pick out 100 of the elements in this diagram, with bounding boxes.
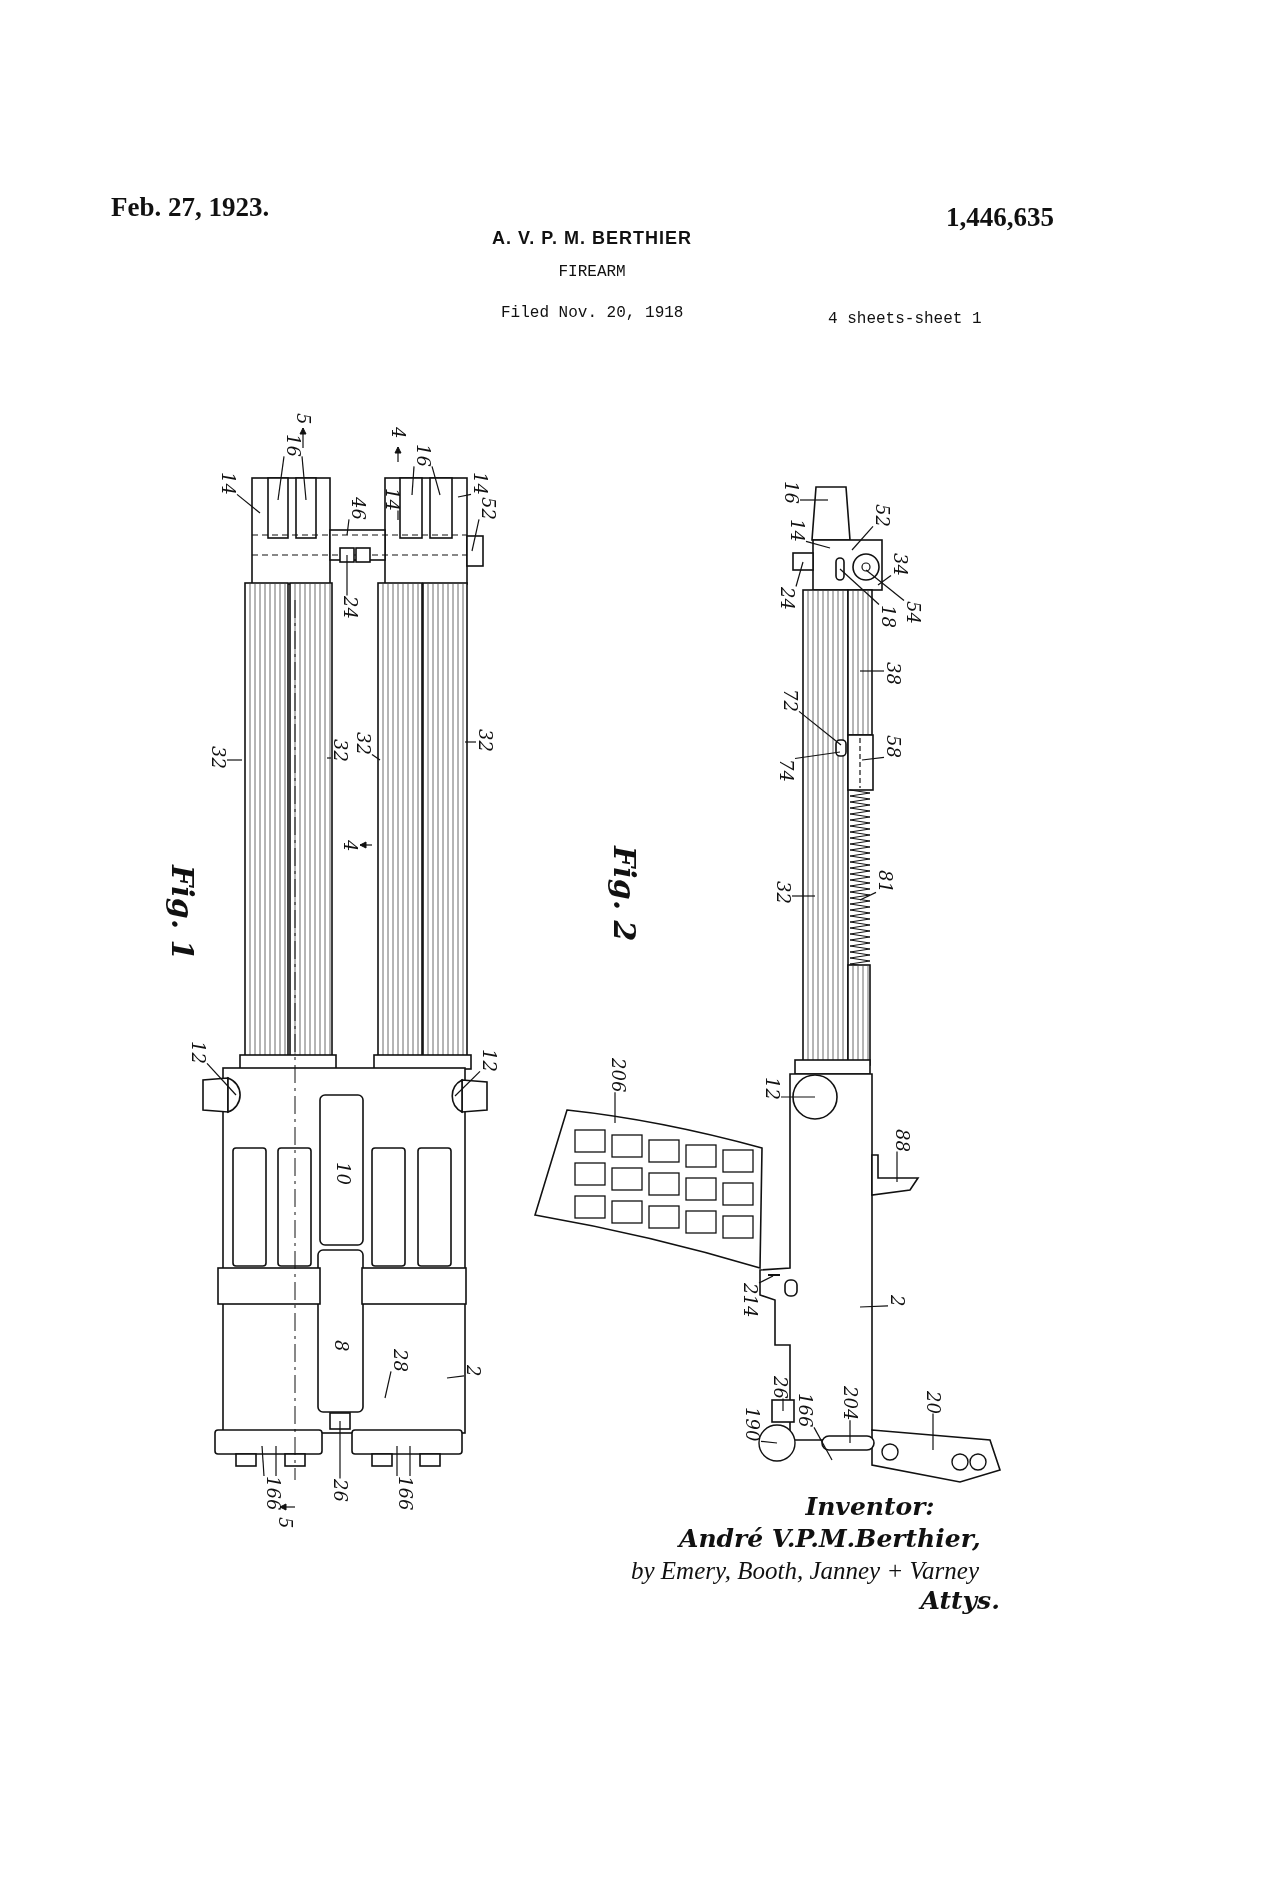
- leader-line: [396, 1445, 398, 1477]
- callout-number: 14: [219, 471, 237, 495]
- section-mark: 4: [341, 839, 359, 851]
- leader-line: [301, 455, 307, 501]
- callout-number: 52: [873, 503, 891, 527]
- leader-line: [794, 751, 841, 760]
- leader-line: [780, 1096, 816, 1098]
- signature-text: André V.P.M.Berthier,: [679, 1525, 981, 1551]
- leader-line: [464, 741, 477, 743]
- signature-text: by Emery, Booth, Janney + Varney: [631, 1557, 979, 1583]
- callout-number: 88: [893, 1128, 911, 1152]
- leader-line: [865, 569, 905, 602]
- leader-line: [896, 1150, 898, 1183]
- leader-line: [236, 493, 261, 514]
- callout-number: 32: [209, 745, 227, 769]
- leader-line: [397, 509, 399, 521]
- callout-number: 2: [464, 1364, 482, 1376]
- leader-line: [409, 1445, 411, 1477]
- inventor-name: A. V. P. M. BERTHIER: [492, 229, 693, 247]
- leader-line: [614, 1091, 616, 1124]
- signature-text: Inventor:: [805, 1493, 935, 1519]
- callout-number: 74: [777, 758, 795, 782]
- leader-line: [813, 1426, 833, 1461]
- leader-line: [454, 1070, 481, 1097]
- callout-number: 81: [876, 869, 894, 893]
- date-text: Feb. 27, 1923.: [111, 193, 270, 221]
- callout-number: 166: [396, 1476, 414, 1511]
- callout-number: 206: [609, 1058, 627, 1093]
- callout-number: 24: [341, 595, 359, 619]
- callout-number: 58: [884, 734, 902, 758]
- leader-line: [206, 1062, 237, 1096]
- callout-number: 16: [284, 433, 302, 457]
- callout-number: 54: [904, 600, 922, 624]
- callout-number: 46: [349, 496, 367, 520]
- leader-line: [346, 518, 350, 536]
- callout-number: 26: [331, 1478, 349, 1502]
- figure-label: Fig. 1: [167, 864, 197, 960]
- leader-line: [384, 1370, 392, 1399]
- callout-number: 72: [781, 688, 799, 712]
- leader-line: [849, 1419, 851, 1444]
- leader-line: [859, 891, 877, 901]
- callout-number: 8: [332, 1339, 350, 1351]
- callout-number: 2: [888, 1294, 906, 1306]
- leader-line: [859, 670, 885, 672]
- callout-number: 12: [480, 1048, 498, 1072]
- leader-line: [471, 518, 480, 552]
- leader-line: [446, 1375, 465, 1379]
- leader-line: [859, 1305, 889, 1308]
- leader-line: [261, 1445, 265, 1477]
- callout-number: 18: [879, 604, 897, 628]
- leader-line: [277, 455, 285, 501]
- leader-line: [326, 757, 332, 759]
- patent-number: 1,446,635: [946, 203, 1054, 231]
- leader-line: [457, 493, 472, 498]
- title: FIREARM: [558, 264, 626, 280]
- section-mark: 4: [389, 426, 407, 438]
- leader-line: [799, 499, 829, 501]
- figure-label: Fig. 2: [609, 845, 639, 941]
- callout-number: 12: [189, 1040, 207, 1064]
- callout-number: 14: [471, 471, 489, 495]
- callout-number: 32: [354, 731, 372, 755]
- section-mark: 5: [276, 1516, 294, 1528]
- leader-line: [805, 540, 831, 549]
- callout-number: 52: [479, 496, 497, 520]
- callout-number: 214: [741, 1283, 759, 1318]
- callout-number: 166: [264, 1476, 282, 1511]
- section-mark: 5: [294, 412, 312, 424]
- leader-line: [760, 1440, 778, 1444]
- callout-number: 32: [476, 728, 494, 752]
- callout-number: 16: [414, 443, 432, 467]
- leader-line: [791, 895, 816, 897]
- leader-line: [861, 756, 885, 761]
- callout-number: 32: [774, 880, 792, 904]
- leader-line: [851, 525, 874, 551]
- callout-number: 32: [331, 738, 349, 762]
- leader-line: [346, 554, 348, 597]
- leader-line: [411, 465, 415, 496]
- leader-line: [758, 1275, 774, 1284]
- sheet-number: 4 sheets-sheet 1: [828, 311, 982, 327]
- callout-number: 38: [884, 661, 902, 685]
- callout-number: 12: [763, 1076, 781, 1100]
- callout-number: 14: [383, 487, 401, 511]
- leader-line: [339, 1420, 341, 1480]
- leader-line: [839, 568, 880, 606]
- callout-number: 204: [841, 1386, 859, 1421]
- callout-number: 34: [891, 552, 909, 576]
- filing-date: Filed Nov. 20, 1918: [501, 305, 684, 321]
- leader-line: [782, 1397, 784, 1412]
- callout-number: 10: [334, 1161, 352, 1185]
- callout-number: 190: [743, 1407, 761, 1442]
- leader-line: [877, 574, 892, 586]
- leader-line: [431, 465, 441, 496]
- leader-line: [795, 561, 804, 588]
- leader-line: [226, 759, 243, 761]
- signature-text: Attys.: [920, 1587, 1000, 1613]
- callout-number: 28: [391, 1348, 409, 1372]
- leader-line: [932, 1412, 934, 1451]
- leader-line: [371, 753, 381, 761]
- callout-number: 16: [782, 480, 800, 504]
- callout-number: 24: [778, 586, 796, 610]
